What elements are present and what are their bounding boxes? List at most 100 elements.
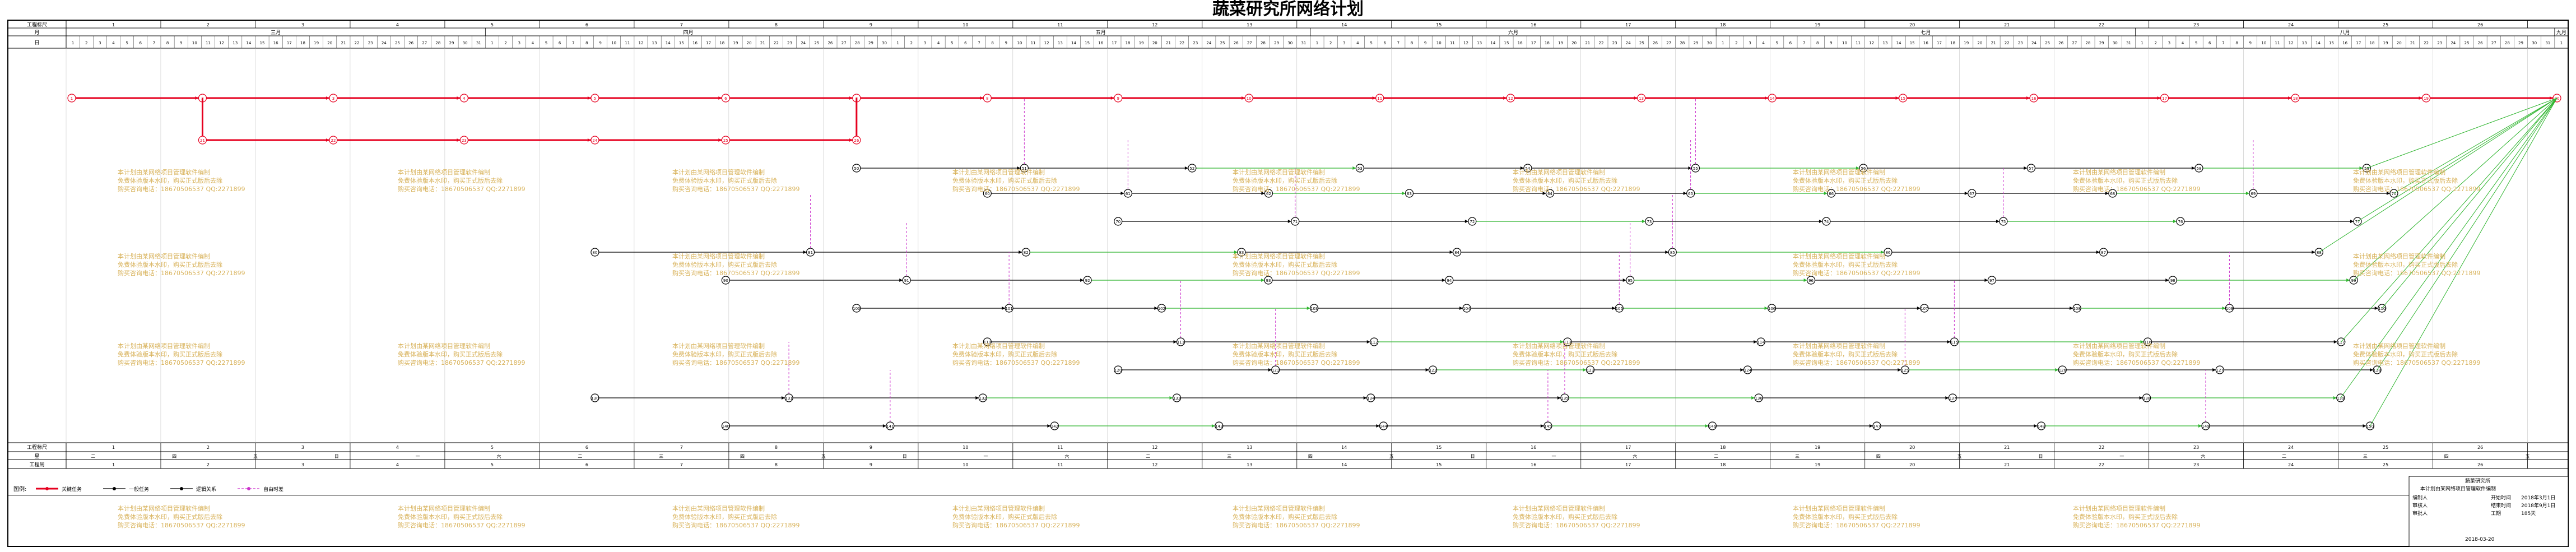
footer-weekday: 四 (740, 454, 745, 459)
arrow-head (2070, 307, 2073, 310)
arrow-head (718, 96, 722, 100)
day-label: 29 (868, 41, 873, 45)
watermark-line: 购买咨询电话：18670506537 QQ:2271899 (672, 270, 800, 277)
arrow-head (1917, 307, 1921, 310)
day-label: 19 (733, 41, 738, 45)
watermark-line: 免费体验版本水印，购买正式版后去除 (952, 513, 1057, 521)
ruler-label: 22 (2099, 22, 2104, 27)
ruler-label: 13 (1247, 22, 1252, 27)
footer-week-label: 9 (869, 462, 872, 467)
arrow-head (1002, 307, 1006, 310)
network-node (590, 136, 599, 145)
node-number: 60 (985, 192, 990, 196)
arrow-head (1425, 368, 1429, 372)
watermark: 本计划由某网络项目管理软件编制免费体验版本水印，购买正式版后去除购买咨询电话：1… (1793, 252, 1921, 277)
footer-ruler-label: 17 (1625, 445, 1631, 450)
node-number: 23 (462, 138, 467, 143)
node-number: 67 (1969, 192, 1974, 196)
day-label: 8 (585, 41, 588, 45)
legend-item: 自由时差 (263, 486, 283, 493)
watermark-line: 本计划由某网络项目管理软件编制 (2073, 342, 2165, 350)
footer-ruler-label: 8 (775, 445, 778, 450)
watermark: 本计划由某网络项目管理软件编制免费体验版本水印，购买正式版后去除购买咨询电话：1… (672, 252, 800, 277)
day-label: 11 (2275, 41, 2280, 45)
watermark-line: 本计划由某网络项目管理软件编制 (672, 505, 765, 512)
day-label: 9 (1830, 41, 1832, 45)
network-node (1545, 189, 1555, 198)
footer-week-label: 19 (1815, 462, 1820, 467)
footer-week-label: 25 (2383, 462, 2388, 467)
title-block-key: 结束时间 (2491, 503, 2512, 509)
node-number: 105 (1616, 307, 1623, 311)
watermark-line: 免费体验版本水印，购买正式版后去除 (118, 351, 222, 358)
day-label: 24 (1206, 41, 1211, 45)
day-label: 17 (1112, 41, 1117, 45)
watermark-line: 本计划由某网络项目管理软件编制 (952, 342, 1045, 350)
watermark-line: 本计划由某网络项目管理软件编制 (1513, 342, 1605, 350)
logic-link (2370, 98, 2558, 426)
network-node (2099, 248, 2108, 257)
arrow-head (2173, 220, 2177, 223)
network-node (1768, 94, 1777, 103)
watermark-line: 免费体验版本水印，购买正式版后去除 (2353, 261, 2458, 268)
network-node (886, 421, 895, 430)
day-label: 19 (1139, 41, 1144, 45)
node-number: 127 (2216, 368, 2223, 373)
title-block-key: 审批人 (2412, 511, 2428, 517)
legend-label: 图例: (13, 485, 26, 493)
arrow-head (1234, 251, 1238, 254)
node-number: 107 (1921, 307, 1928, 311)
footer-ruler-label: 3 (301, 445, 304, 450)
arrow-head (2350, 220, 2354, 223)
watermark-line: 购买咨询电话：18670506537 QQ:2271899 (1793, 522, 1921, 529)
day-label: 15 (1085, 41, 1090, 45)
ruler-label: 8 (775, 22, 778, 27)
watermark: 本计划由某网络项目管理软件编制免费体验版本水印，购买正式版后去除购买咨询电话：1… (2353, 342, 2481, 367)
legend-dot (180, 487, 183, 490)
day-label: 2 (910, 41, 913, 45)
day-label: 1 (2141, 41, 2143, 45)
day-label: 26 (2058, 41, 2063, 45)
footer-week-label: 6 (585, 462, 588, 467)
node-number: 115 (1951, 340, 1958, 345)
footer-week-label: 16 (1531, 462, 1536, 467)
watermark-line: 本计划由某网络项目管理软件编制 (952, 169, 1045, 176)
day-label: 3 (1343, 41, 1345, 45)
footer-week-label: 5 (491, 462, 494, 467)
node-number: 26 (854, 138, 859, 143)
node-number: 101 (1005, 307, 1012, 311)
day-label: 13 (1477, 41, 1482, 45)
watermark-line: 本计划由某网络项目管理软件编制 (2353, 253, 2445, 260)
arrow-head (2191, 166, 2195, 170)
network-node (1445, 276, 1454, 285)
node-number: 53 (1357, 166, 1363, 171)
footer-ruler-label: 23 (2193, 445, 2199, 450)
day-label: 22 (1179, 41, 1184, 45)
arrow-head (2374, 307, 2378, 310)
month-label: 五月 (1096, 30, 1106, 36)
footer-weekday: 六 (2201, 453, 2205, 459)
day-label: 23 (368, 41, 373, 45)
day-label: 12 (639, 41, 644, 45)
day-label: 16 (1923, 41, 1928, 45)
network-node (1563, 337, 1572, 346)
day-label: 25 (2464, 41, 2469, 45)
day-label: 29 (2518, 41, 2523, 45)
watermark: 本计划由某网络项目管理软件编制免费体验版本水印，购买正式版后去除购买咨询电话：1… (2353, 168, 2481, 193)
watermark-line: 购买咨询电话：18670506537 QQ:2271899 (1793, 359, 1921, 367)
network-node (1999, 217, 2008, 226)
network-node (1468, 217, 1477, 226)
arrow-head (2139, 396, 2143, 400)
network-node (198, 136, 207, 145)
day-label: 13 (2302, 41, 2307, 45)
node-number: 11 (1377, 96, 1382, 101)
watermark-line: 购买咨询电话：18670506537 QQ:2271899 (2073, 359, 2201, 367)
node-number: 87 (2101, 251, 2106, 255)
day-label: 10 (1436, 41, 1442, 45)
watermark: 本计划由某网络项目管理软件编制免费体验版本水印，购买正式版后去除购买咨询电话：1… (1233, 168, 1360, 193)
network-node (1291, 217, 1300, 226)
logic-link (2382, 98, 2558, 309)
watermark-line: 免费体验版本水印，购买正式版后去除 (1233, 177, 1337, 184)
footer-ruler-label: 16 (1531, 445, 1536, 450)
day-label: 12 (1044, 41, 1049, 45)
